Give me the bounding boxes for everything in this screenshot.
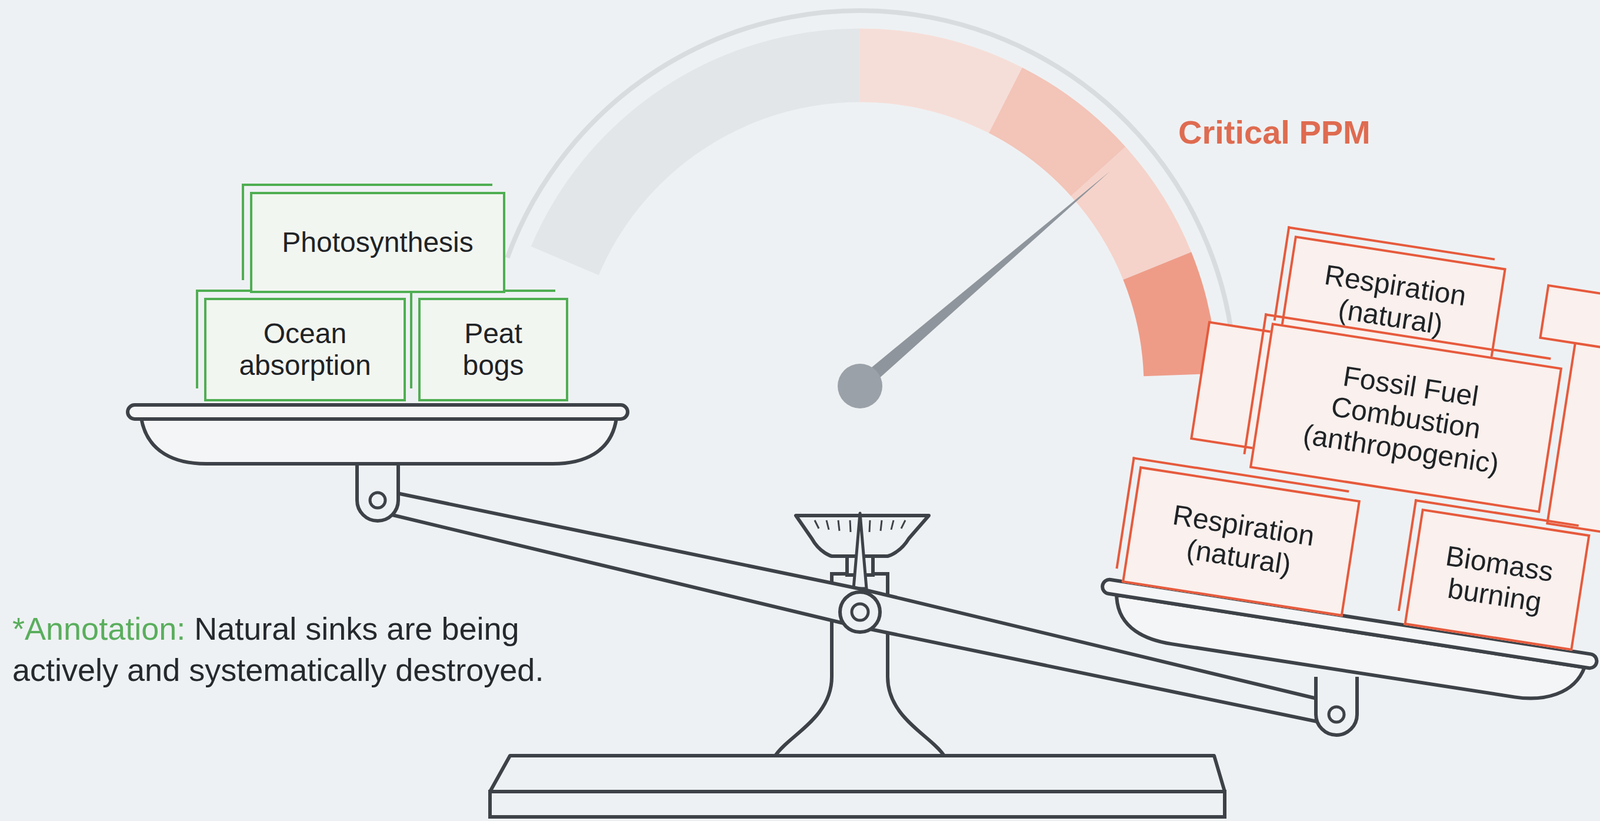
gauge-outer-arc xyxy=(507,10,1236,366)
gauge-label: Critical PPM xyxy=(1178,112,1371,152)
block-text-group: Photosynthesis xyxy=(281,226,474,259)
annotation-tag: *Annotation: xyxy=(12,610,186,646)
carbon-sink-block: Photosynthesis xyxy=(250,191,506,293)
pivot xyxy=(851,603,869,620)
gauge-band-critical xyxy=(1157,265,1180,375)
block-text-group: Fossil Fuel Combustion (anthropogenic) xyxy=(1294,354,1518,481)
scale-base xyxy=(490,755,1225,792)
pan-hanger xyxy=(1328,706,1345,722)
gauge-needle xyxy=(855,171,1110,392)
block-text-group: Ocean absorption xyxy=(228,317,382,382)
pan-hanger xyxy=(370,492,386,508)
block-text-group: Biomass burning xyxy=(1428,538,1566,621)
block-label: Fossil Fuel Combustion (anthropogenic) xyxy=(1294,354,1518,481)
gauge-band-high xyxy=(1098,171,1158,266)
block-label: Photosynthesis xyxy=(281,226,474,259)
block-text-group: Respiration (natural) xyxy=(1149,496,1334,586)
block-label: Respiration (natural) xyxy=(1149,496,1334,586)
block-label: Peat bogs xyxy=(440,317,547,382)
gauge-hub xyxy=(837,363,883,409)
left-pan xyxy=(127,404,628,419)
gauge-band-high xyxy=(1005,100,1099,172)
block-label: Biomass burning xyxy=(1428,538,1566,621)
carbon-source-block: Respiration (natural) xyxy=(1121,465,1361,617)
dial-pointer xyxy=(853,512,867,589)
carbon-source-block: Biomass burning xyxy=(1403,508,1590,651)
pan-hanger xyxy=(357,458,399,521)
carbon-sink-block: Ocean absorption xyxy=(204,297,406,402)
gauge-band-mid xyxy=(860,65,1006,100)
blank-block xyxy=(1540,285,1600,349)
carbon-sink-block: Peat bogs xyxy=(418,297,569,402)
left-pan xyxy=(141,417,617,464)
block-label: Ocean absorption xyxy=(228,317,382,382)
gauge-band-low xyxy=(564,65,860,261)
scale-base xyxy=(490,791,1225,817)
block-text-group: Peat bogs xyxy=(440,317,547,382)
pivot xyxy=(840,591,880,632)
pan-hanger xyxy=(1315,676,1358,735)
annotation-note: *Annotation:Natural sinks are being acti… xyxy=(12,607,569,690)
right-pan xyxy=(1095,224,1600,709)
